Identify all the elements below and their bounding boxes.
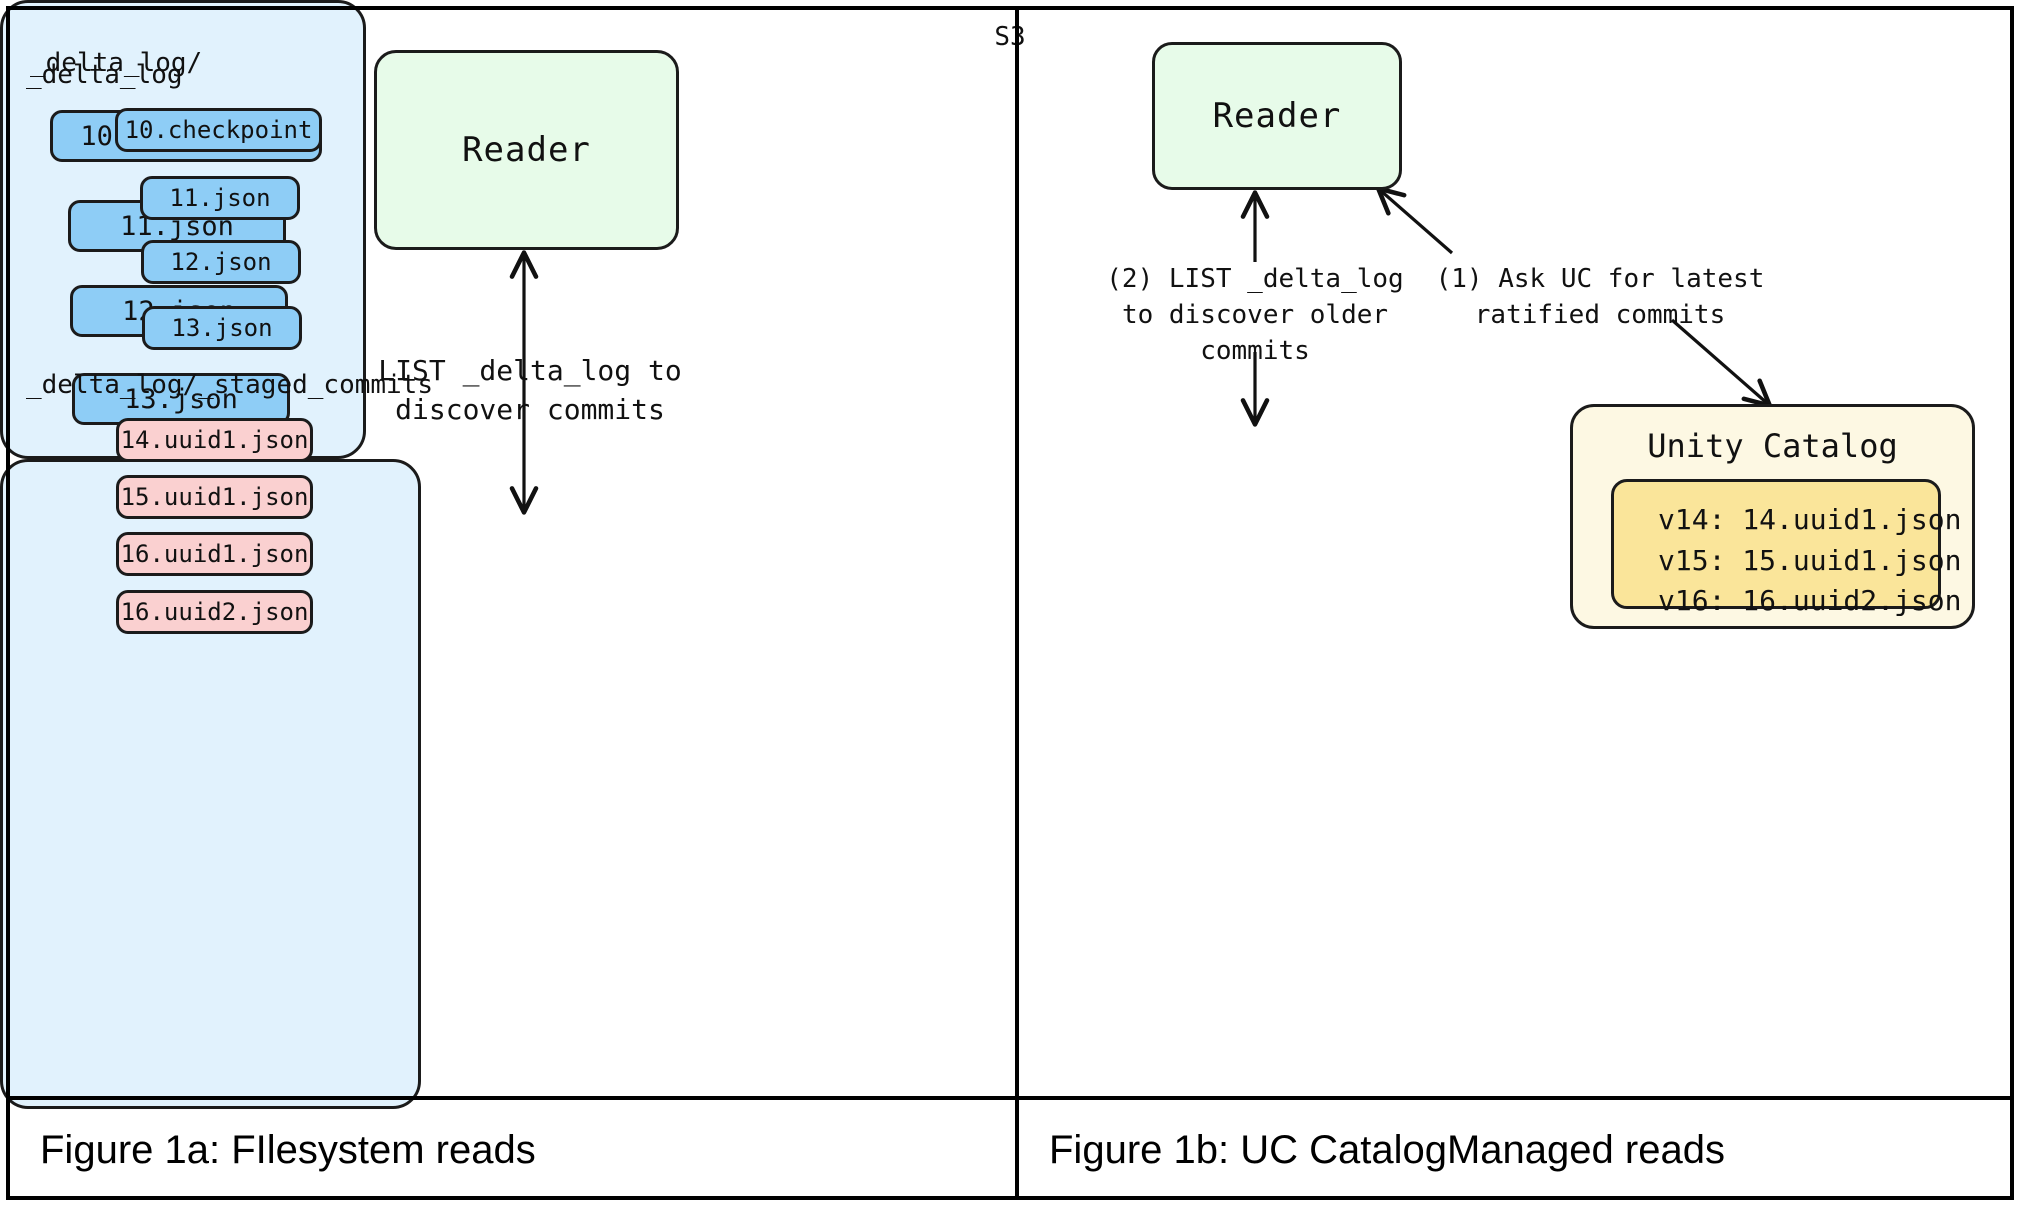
file-chip-11-json-b[interactable]: 11.json (140, 176, 300, 220)
s3-container-b: S3 _delta_log 10.checkpoint 11.json 12.j… (0, 22, 1026, 1109)
file-chip-label: 13.json (171, 314, 273, 342)
file-chip-label: 12.json (170, 248, 272, 276)
staged-chip-14-uuid1-json[interactable]: 14.uuid1.json (116, 418, 313, 462)
file-chip-13-json-a[interactable]: 13.json (72, 373, 290, 425)
catalog-entry: v16: 16.uuid2.json (1658, 584, 1962, 618)
file-chip-12-json-b[interactable]: 12.json (141, 240, 301, 284)
delta-log-dir-label-a: _delta_log/ (30, 48, 203, 78)
caption-horizontal-divider (6, 1096, 2014, 1100)
file-chip-label: 15.uuid1.json (120, 483, 309, 511)
file-chip-label: 16.uuid2.json (120, 598, 309, 626)
delta-log-dir-label-b: _delta_log (26, 60, 183, 90)
file-chip-label: 10.checkpoint (124, 116, 313, 144)
reader-label-b: Reader (1212, 96, 1342, 136)
reader-node-b[interactable]: Reader (1152, 42, 1402, 190)
edge-label-list-a: LIST _delta_log to discover commits (378, 354, 682, 426)
staged-chip-16-uuid1-json[interactable]: 16.uuid1.json (116, 532, 313, 576)
caption-vertical-divider (1015, 1100, 1019, 1200)
staged-commits-dir-label-b: _delta_log/_staged_commits (26, 370, 433, 400)
caption-figure-1b: Figure 1b: UC CatalogManaged reads (1049, 1127, 1725, 1172)
staged-chip-16-uuid2-json[interactable]: 16.uuid2.json (116, 590, 313, 634)
file-chip-13-json-b[interactable]: 13.json (142, 306, 302, 350)
unity-catalog-entries: v14: 14.uuid1.json v15: 15.uuid1.json v1… (1611, 479, 1962, 617)
reader-label-a: Reader (462, 130, 591, 170)
file-chip-label: 13.json (124, 383, 238, 415)
panel-vertical-divider (1015, 6, 1019, 1098)
unity-catalog-box: Unity Catalog v14: 14.uuid1.json v15: 15… (1570, 404, 1975, 629)
file-chip-label: 16.uuid1.json (120, 540, 309, 568)
file-chip-label: 14.uuid1.json (120, 426, 309, 454)
staged-chip-15-uuid1-json[interactable]: 15.uuid1.json (116, 475, 313, 519)
unity-catalog-title: Unity Catalog (1647, 427, 1898, 465)
caption-figure-1a: Figure 1a: FIlesystem reads (40, 1127, 536, 1172)
catalog-entry: v14: 14.uuid1.json (1658, 503, 1962, 536)
file-chip-10-checkpoint-b[interactable]: 10.checkpoint (115, 108, 322, 152)
reader-node-a[interactable]: Reader (374, 50, 679, 250)
file-chip-label: 11.json (169, 184, 271, 212)
s3-title-label: S3 (994, 22, 1026, 52)
edge-label-list-b: (2) LIST _delta_log to discover older co… (1106, 264, 1404, 366)
edge-label-ask-uc-b: (1) Ask UC for latest ratified commits (1435, 264, 1765, 330)
catalog-entry: v15: 15.uuid1.json (1658, 543, 1962, 577)
